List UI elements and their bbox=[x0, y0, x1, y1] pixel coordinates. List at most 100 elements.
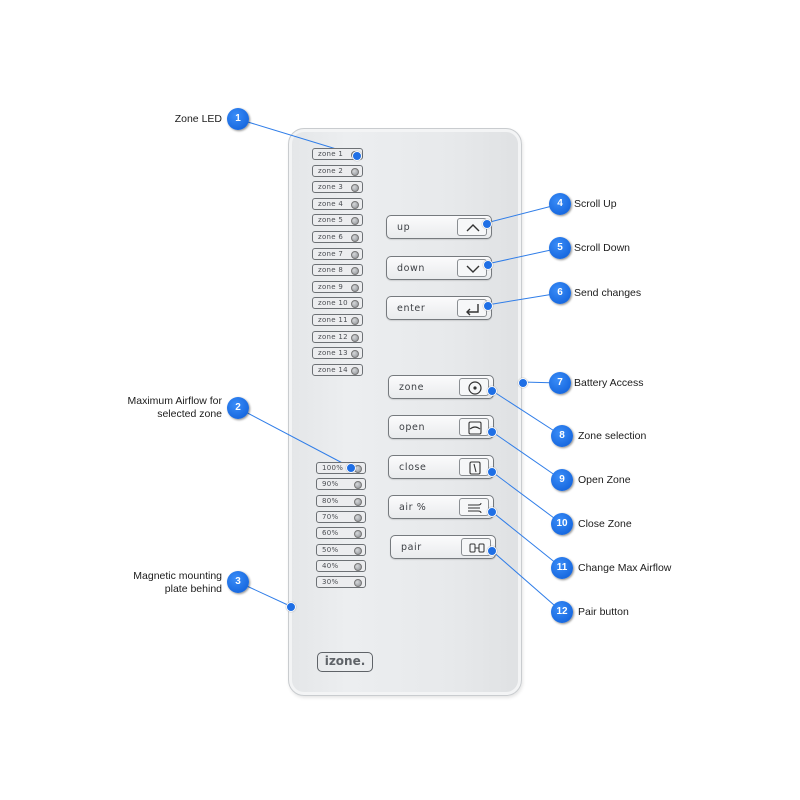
airflow-led-pill: 50% bbox=[316, 543, 366, 556]
callout-target-dot bbox=[487, 386, 497, 396]
callout-number-badge: 7 bbox=[549, 372, 571, 394]
airflow-led-label: 60% bbox=[322, 529, 339, 538]
airflow-led-label: 90% bbox=[322, 480, 339, 489]
callout-leader-line bbox=[490, 510, 563, 569]
callout-label: Pair button bbox=[578, 606, 629, 618]
damper-open-icon bbox=[459, 418, 489, 436]
callout-label: Scroll Up bbox=[574, 198, 617, 210]
callout-target-dot bbox=[482, 219, 492, 229]
enter-button[interactable]: ENTER bbox=[386, 296, 492, 320]
callout-leader-line bbox=[486, 292, 561, 306]
zone-led-icon bbox=[351, 283, 359, 292]
callout-target-dot bbox=[286, 602, 296, 612]
callout-number-badge: 4 bbox=[549, 193, 571, 215]
zone-led-pill: zone 6 bbox=[312, 231, 363, 243]
close-button-label: CLOSE bbox=[399, 462, 427, 473]
airflow-led-pill: 40% bbox=[316, 559, 366, 572]
airflow-led-pill: 100% bbox=[316, 462, 366, 474]
up-button-label: UP bbox=[397, 222, 411, 233]
zone-led-icon bbox=[351, 184, 359, 193]
callout-target-dot bbox=[487, 507, 497, 517]
zone-led-icon bbox=[351, 350, 359, 359]
zone-led-icon bbox=[351, 234, 359, 242]
zone-led-label: zone 8 bbox=[318, 266, 344, 275]
zone-led-label: zone 10 bbox=[318, 299, 348, 308]
zone-led-label: zone 12 bbox=[318, 332, 348, 341]
zone-led-label: zone 7 bbox=[318, 249, 344, 258]
zone-led-icon bbox=[351, 267, 359, 276]
zone-led-icon bbox=[351, 250, 359, 259]
pair-icon bbox=[461, 538, 491, 556]
callout-leader-line bbox=[490, 470, 563, 525]
air-button[interactable]: AIR % bbox=[388, 495, 494, 519]
zone-led-pill: zone 4 bbox=[312, 197, 363, 210]
airflow-led-pill: 70% bbox=[316, 510, 366, 523]
callout-leader-line bbox=[486, 247, 561, 265]
zone-led-pill: zone 10 bbox=[312, 297, 363, 310]
callout-number-badge: 9 bbox=[551, 469, 573, 491]
down-button[interactable]: DOWN bbox=[386, 256, 492, 280]
callout-number-badge: 10 bbox=[551, 513, 573, 535]
zone-led-pill: zone 2 bbox=[312, 164, 363, 177]
zone-led-label: zone 5 bbox=[318, 216, 344, 225]
zone-led-label: zone 1 bbox=[318, 150, 344, 158]
airflow-led-label: 50% bbox=[322, 545, 339, 554]
zone-led-icon bbox=[351, 200, 359, 209]
zone-button-label: ZONE bbox=[399, 382, 425, 393]
callout-number-badge: 12 bbox=[551, 601, 573, 623]
callout-target-dot bbox=[487, 467, 497, 477]
zone-led-pill: zone 14 bbox=[312, 363, 363, 376]
airflow-led-label: 40% bbox=[322, 561, 339, 570]
callout-label: Scroll Down bbox=[574, 242, 631, 254]
zone-led-label: zone 9 bbox=[318, 282, 344, 291]
airflow-led-label: 80% bbox=[322, 496, 339, 505]
callout-label: Change Max Airflow bbox=[578, 562, 672, 574]
callout-label: Send changes bbox=[574, 287, 642, 299]
callout-number-badge: 2 bbox=[227, 397, 249, 419]
airflow-led-icon bbox=[354, 562, 362, 571]
airflow-led-pill: 60% bbox=[316, 527, 366, 540]
callout-label: Zone selection bbox=[578, 430, 647, 442]
zone-led-pill: zone 9 bbox=[312, 280, 363, 293]
zone-led-label: zone 4 bbox=[318, 199, 344, 208]
zone-led-pill: zone 5 bbox=[312, 214, 363, 227]
airflow-led-label: 70% bbox=[322, 512, 339, 521]
close-button[interactable]: CLOSE bbox=[388, 455, 494, 479]
airflow-led-pill: 90% bbox=[316, 478, 366, 491]
zone-led-pill: zone 8 bbox=[312, 264, 363, 277]
zone-led-label: zone 13 bbox=[318, 349, 348, 358]
callout-leader-line bbox=[490, 549, 563, 613]
zone-led-label: zone 6 bbox=[318, 233, 344, 241]
damper-close-icon bbox=[459, 458, 489, 476]
zone-led-icon bbox=[351, 217, 359, 226]
callout-target-dot bbox=[487, 427, 497, 437]
open-button[interactable]: OPEN bbox=[388, 415, 494, 439]
izone-logo: izone. bbox=[317, 652, 373, 672]
pair-button[interactable]: PAIR bbox=[390, 535, 496, 559]
callout-number-badge: 3 bbox=[227, 571, 249, 593]
zone-led-pill: zone 11 bbox=[312, 314, 363, 326]
callout-number-badge: 5 bbox=[549, 237, 571, 259]
zone-led-label: zone 2 bbox=[318, 166, 344, 175]
zone-led-pill: zone 13 bbox=[312, 347, 363, 360]
zone-led-pill: zone 1 bbox=[312, 148, 363, 160]
zone-button[interactable]: ZONE bbox=[388, 375, 494, 399]
callout-leader-line bbox=[490, 430, 563, 481]
callout-target-dot bbox=[487, 546, 497, 556]
callout-label: Battery Access bbox=[574, 377, 644, 389]
callout-label: Zone LED bbox=[174, 113, 222, 125]
airflow-led-icon bbox=[354, 546, 362, 555]
airflow-led-label: 100% bbox=[322, 464, 344, 472]
callout-label: Close Zone bbox=[578, 518, 632, 530]
open-button-label: OPEN bbox=[399, 422, 426, 433]
zone-led-icon bbox=[351, 366, 359, 375]
up-button[interactable]: UP bbox=[386, 215, 492, 239]
airflow-led-icon bbox=[354, 513, 362, 522]
callout-leader-line bbox=[485, 203, 561, 224]
callout-leader-line bbox=[237, 407, 351, 468]
callout-target-dot bbox=[346, 463, 356, 473]
zone-led-pill: zone 12 bbox=[312, 330, 363, 343]
